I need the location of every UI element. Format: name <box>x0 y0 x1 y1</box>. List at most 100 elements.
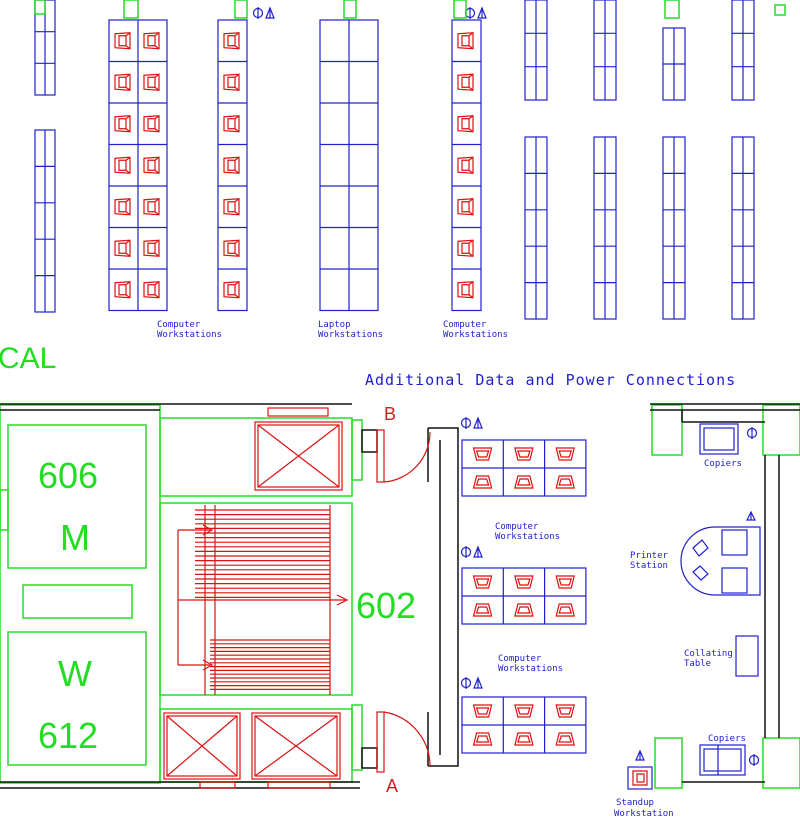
workstation-label-line1: Computer <box>157 320 201 330</box>
chair-back <box>475 707 490 715</box>
shelf-unit <box>524 136 548 320</box>
collating-table <box>735 635 759 677</box>
printer-chair <box>692 565 709 581</box>
chair-seat <box>472 603 493 617</box>
chair-icon <box>223 281 240 299</box>
chair-back <box>227 242 236 254</box>
additional-connections-title: Additional Data and Power Connections <box>365 371 736 389</box>
chair-icon <box>143 115 160 133</box>
data-power-connection-icon <box>460 545 483 558</box>
copier-icon <box>699 744 760 776</box>
chair-back <box>558 478 573 486</box>
door-b-leaf <box>376 429 385 483</box>
door-jamb <box>361 747 378 769</box>
wall-post <box>351 704 363 771</box>
chair-back <box>517 478 531 486</box>
furniture-layer <box>34 0 761 790</box>
chair-back <box>147 35 156 47</box>
stair-arrow <box>202 659 214 671</box>
chair-back <box>147 284 156 296</box>
elevator-cross <box>254 715 338 777</box>
chair-leg <box>154 281 160 286</box>
chair-leg <box>125 115 131 120</box>
chair-leg <box>468 294 474 299</box>
chair-seat <box>457 156 474 174</box>
chair-leg <box>154 128 160 133</box>
chair-back <box>118 118 127 130</box>
chair-leg <box>234 156 240 161</box>
chair-seat <box>143 239 160 257</box>
chair-seat <box>114 156 131 174</box>
workstation-label-line2: Workstations <box>157 330 222 340</box>
chair-icon <box>457 32 474 50</box>
elevator-room <box>159 708 353 783</box>
chair-back <box>461 201 470 213</box>
stair-icon <box>177 505 349 695</box>
chair-icon <box>472 732 493 746</box>
chair-back <box>227 118 236 130</box>
chair-icon <box>114 115 131 133</box>
chair-icon <box>143 239 160 257</box>
chair-seat <box>514 475 534 489</box>
chair-seat <box>472 704 493 718</box>
wall-post <box>234 0 248 19</box>
room-612-outline <box>7 631 147 766</box>
chair-leg <box>154 169 160 174</box>
chair-seat <box>472 575 493 589</box>
chair-back <box>147 159 156 171</box>
workstation-label-line1: Computer <box>495 522 539 532</box>
chair-back <box>475 478 490 486</box>
chair-seat <box>555 475 575 489</box>
chair-icon <box>457 281 474 299</box>
chair-seat <box>514 704 534 718</box>
chair-leg <box>468 239 474 244</box>
chair-icon <box>223 73 240 91</box>
threshold <box>199 781 236 789</box>
computer-workstation-block <box>461 567 587 625</box>
chair-leg <box>154 156 160 161</box>
wall-post <box>774 4 786 16</box>
chair-leg <box>125 32 131 37</box>
chair-seat <box>472 447 493 461</box>
standup-label-line1: Standup <box>616 798 654 808</box>
computer-workstation-block <box>217 19 248 312</box>
printer-box <box>721 529 748 556</box>
chairs-layer <box>114 32 648 789</box>
wall-post <box>762 737 800 789</box>
chair-leg <box>468 86 474 91</box>
copier-icon <box>699 423 758 455</box>
chair-leg <box>125 211 131 216</box>
chair-back <box>558 707 573 715</box>
wall-post <box>654 737 683 789</box>
chair-seat <box>223 73 240 91</box>
printer-chair <box>692 539 709 557</box>
chair-icon <box>514 603 534 617</box>
chair-icon <box>114 73 131 91</box>
computer-workstation-block <box>461 696 587 754</box>
chair-seat <box>143 198 160 216</box>
chair-leg <box>234 294 240 299</box>
data-power-connection-icon <box>464 6 487 19</box>
chair-seat <box>457 32 474 50</box>
shelf-unit <box>662 27 686 101</box>
copier-tray <box>703 748 742 772</box>
chair-seat <box>514 575 534 589</box>
chair-seat <box>143 156 160 174</box>
chair-icon <box>457 239 474 257</box>
chair-seat <box>555 447 575 461</box>
chair-leg <box>154 294 160 299</box>
chair-leg <box>234 32 240 37</box>
chair-seat <box>555 603 575 617</box>
chair-icon <box>143 73 160 91</box>
workstation-label-line2: Workstations <box>498 664 563 674</box>
wall-post <box>351 419 363 481</box>
chair-leg <box>154 32 160 37</box>
data-power-connection-icon <box>252 6 275 19</box>
chair-leg <box>234 45 240 50</box>
printer-table <box>680 526 761 596</box>
walls-layer <box>0 0 800 789</box>
shelf-unit <box>524 0 548 101</box>
chair-icon <box>223 239 240 257</box>
chair-seat <box>555 732 575 746</box>
